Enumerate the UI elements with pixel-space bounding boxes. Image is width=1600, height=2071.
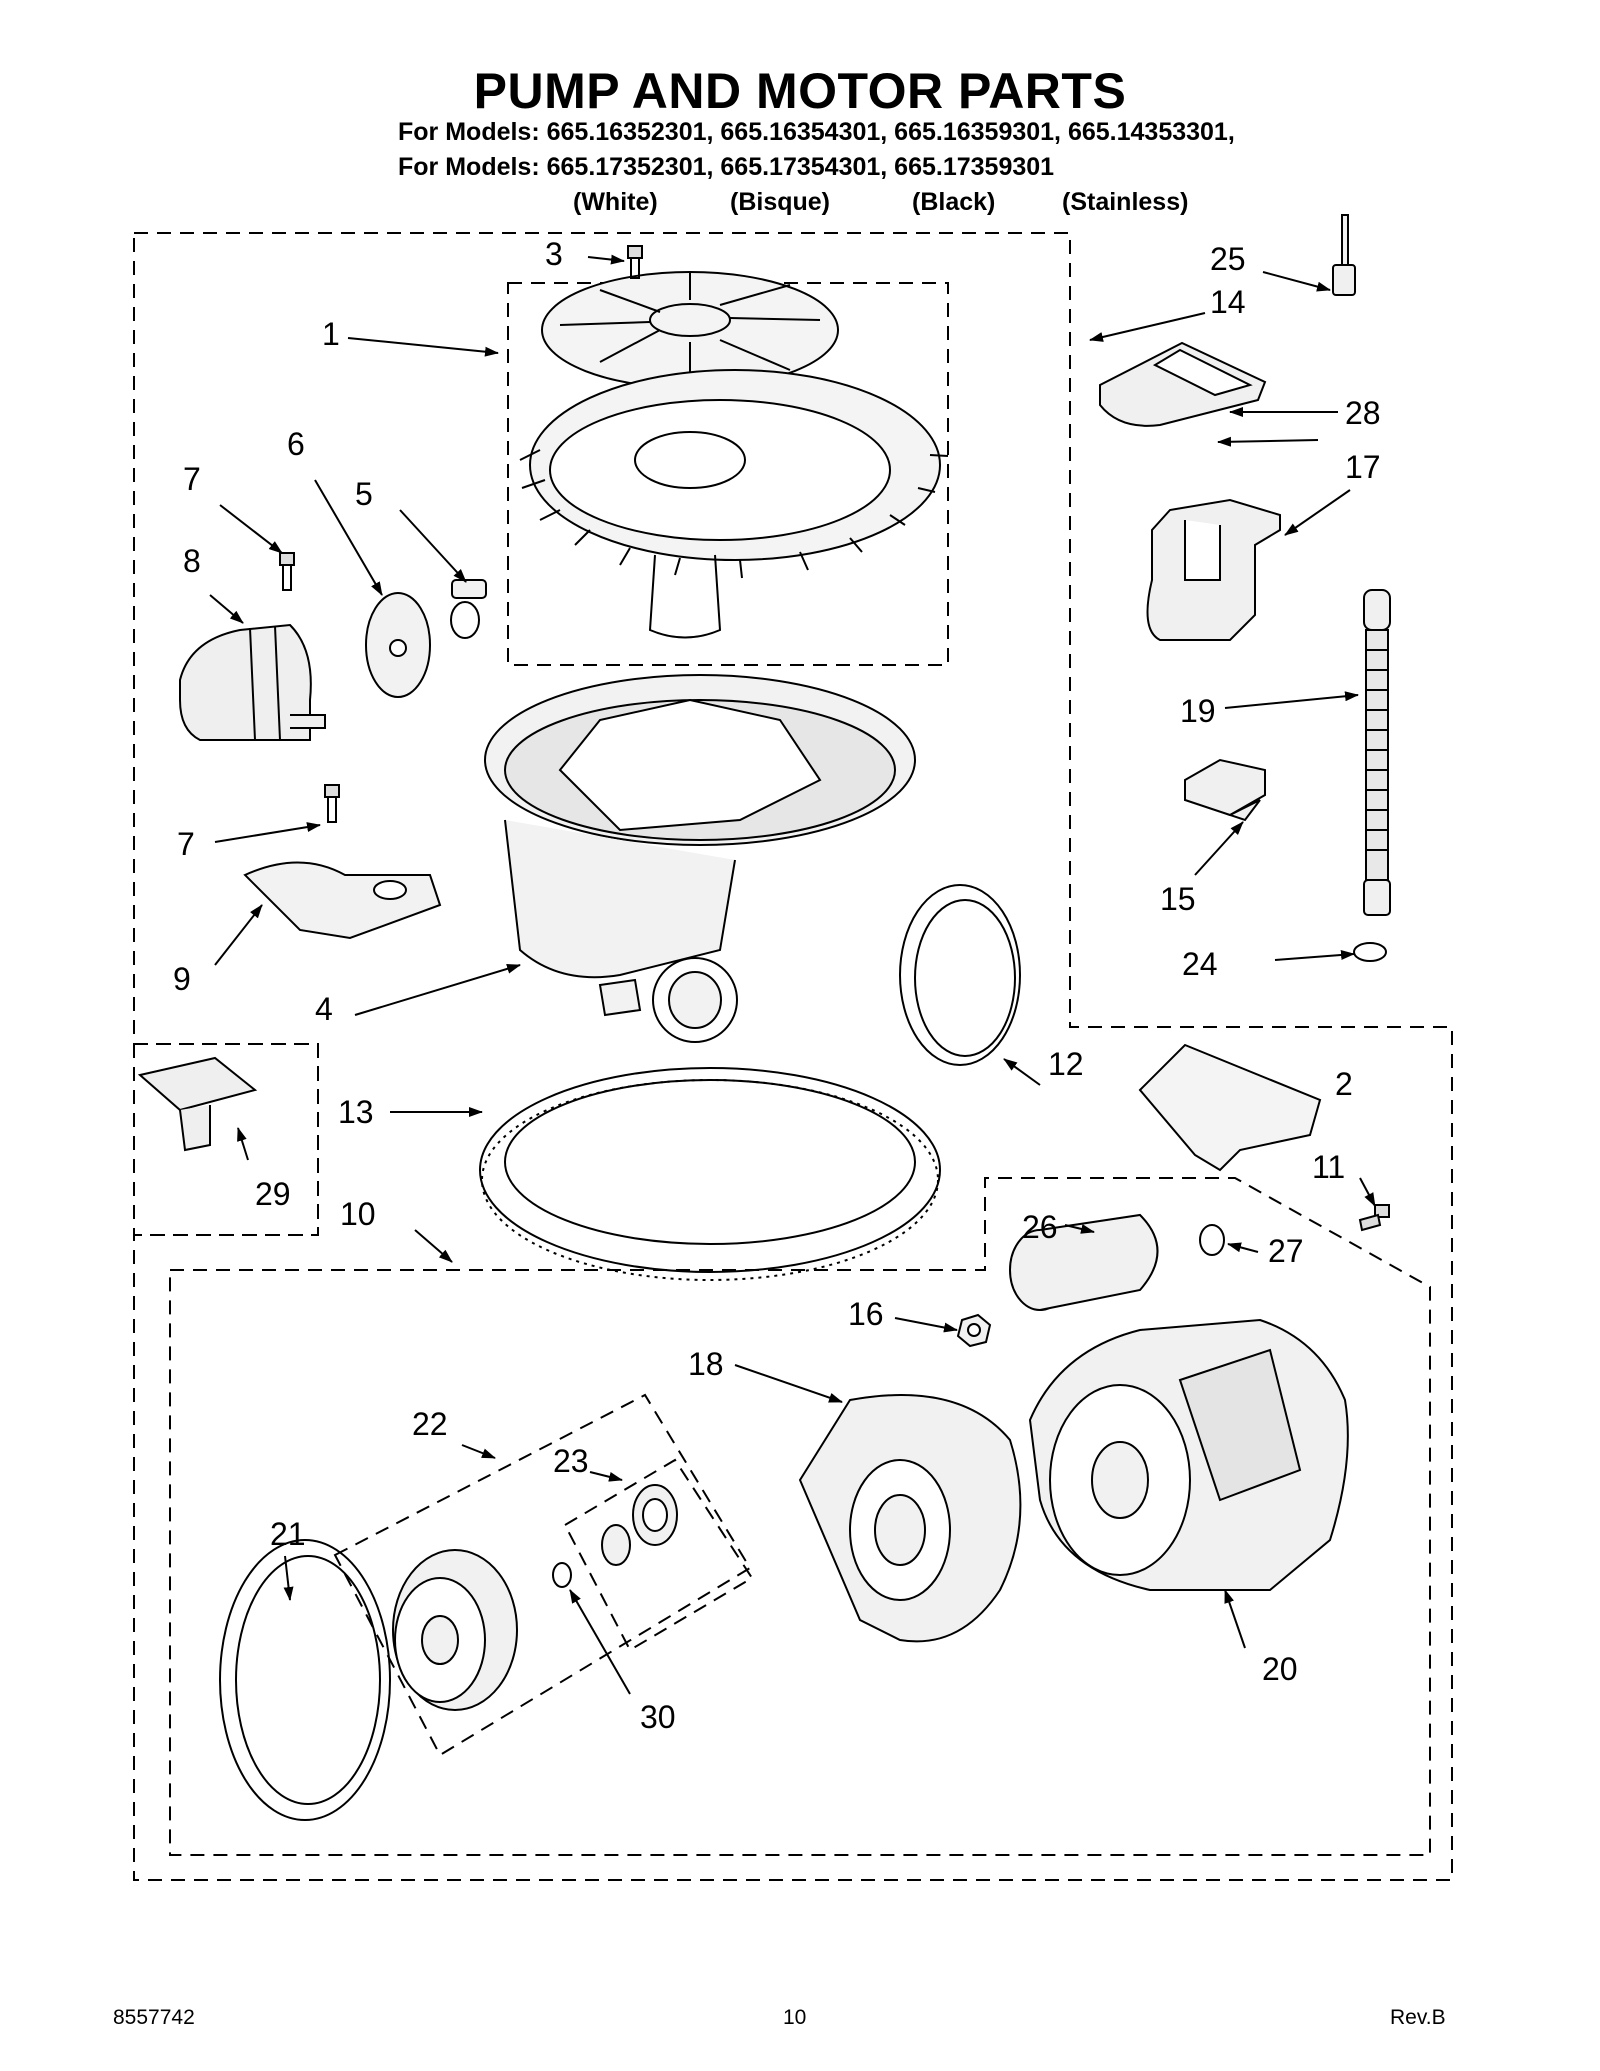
callout-4: 4	[315, 991, 333, 1027]
part-4-drawing	[484, 674, 916, 1043]
part-8-drawing	[179, 623, 326, 741]
callout-6: 6	[287, 426, 305, 462]
callout-15: 15	[1160, 881, 1196, 917]
part-11-screw	[1358, 1204, 1390, 1232]
part-1-outline	[507, 282, 949, 666]
callout-24: 24	[1182, 946, 1218, 982]
part-5-6-drawing	[365, 579, 487, 698]
part-2-drawing	[1138, 1043, 1322, 1172]
callout-23: 23	[553, 1443, 589, 1479]
callout-27: 27	[1268, 1233, 1304, 1269]
page-title: PUMP AND MOTOR PARTS	[473, 63, 1127, 119]
part-3-screw	[627, 245, 643, 279]
callout-30: 30	[640, 1699, 676, 1735]
callout-21: 21	[270, 1516, 306, 1552]
callout-numbers: 1 2 3 4 5 6 7 7 8 9 10 11 12 13 14 15 16…	[173, 236, 1381, 1735]
page-number: 10	[783, 2006, 807, 2029]
part-13-drawing	[479, 1067, 941, 1281]
callout-10: 10	[340, 1196, 376, 1232]
motor-group-parts	[219, 1213, 1349, 1821]
callout-12: 12	[1048, 1046, 1084, 1082]
callout-16: 16	[848, 1296, 884, 1332]
doc-number: 8557742	[113, 2006, 195, 2029]
part-7-screws	[279, 552, 340, 823]
right-column-parts	[1099, 214, 1391, 962]
callout-14: 14	[1210, 284, 1246, 320]
callout-25: 25	[1210, 241, 1246, 277]
callout-3: 3	[545, 236, 563, 272]
callout-28: 28	[1345, 395, 1381, 431]
callout-13: 13	[338, 1094, 374, 1130]
leader-lines	[209, 254, 1376, 1695]
callout-8: 8	[183, 543, 201, 579]
finish-black: (Black)	[912, 188, 996, 216]
callout-7b: 7	[177, 826, 195, 862]
models-line-2: For Models: 665.17352301, 665.17354301, …	[398, 153, 1055, 181]
callout-5: 5	[355, 476, 373, 512]
callout-20: 20	[1262, 1651, 1298, 1687]
callout-18: 18	[688, 1346, 724, 1382]
finish-white: (White)	[573, 188, 658, 216]
callout-22: 22	[412, 1406, 448, 1442]
callout-26: 26	[1022, 1209, 1058, 1245]
group-outlines	[133, 232, 1453, 1881]
motor-group-outline	[169, 1177, 1431, 1856]
part-29-outline	[134, 1043, 319, 1236]
part-1-drawing	[519, 271, 949, 639]
finish-stainless: (Stainless)	[1062, 188, 1189, 216]
part-9-drawing	[243, 861, 442, 940]
callout-9: 9	[173, 961, 191, 997]
models-line-1: For Models: 665.16352301, 665.16354301, …	[398, 118, 1235, 146]
callout-29: 29	[255, 1176, 291, 1212]
callout-17: 17	[1345, 449, 1381, 485]
part-29-drawing	[137, 1056, 258, 1152]
part-12-drawing	[899, 884, 1021, 1066]
callout-2: 2	[1335, 1066, 1353, 1102]
callout-1: 1	[322, 316, 340, 352]
part-22-outline	[333, 1393, 752, 1757]
callout-7a: 7	[183, 461, 201, 497]
revision-label: Rev.B	[1390, 2006, 1446, 2029]
callout-19: 19	[1180, 693, 1216, 729]
finish-bisque: (Bisque)	[730, 188, 830, 216]
callout-11: 11	[1312, 1149, 1345, 1185]
